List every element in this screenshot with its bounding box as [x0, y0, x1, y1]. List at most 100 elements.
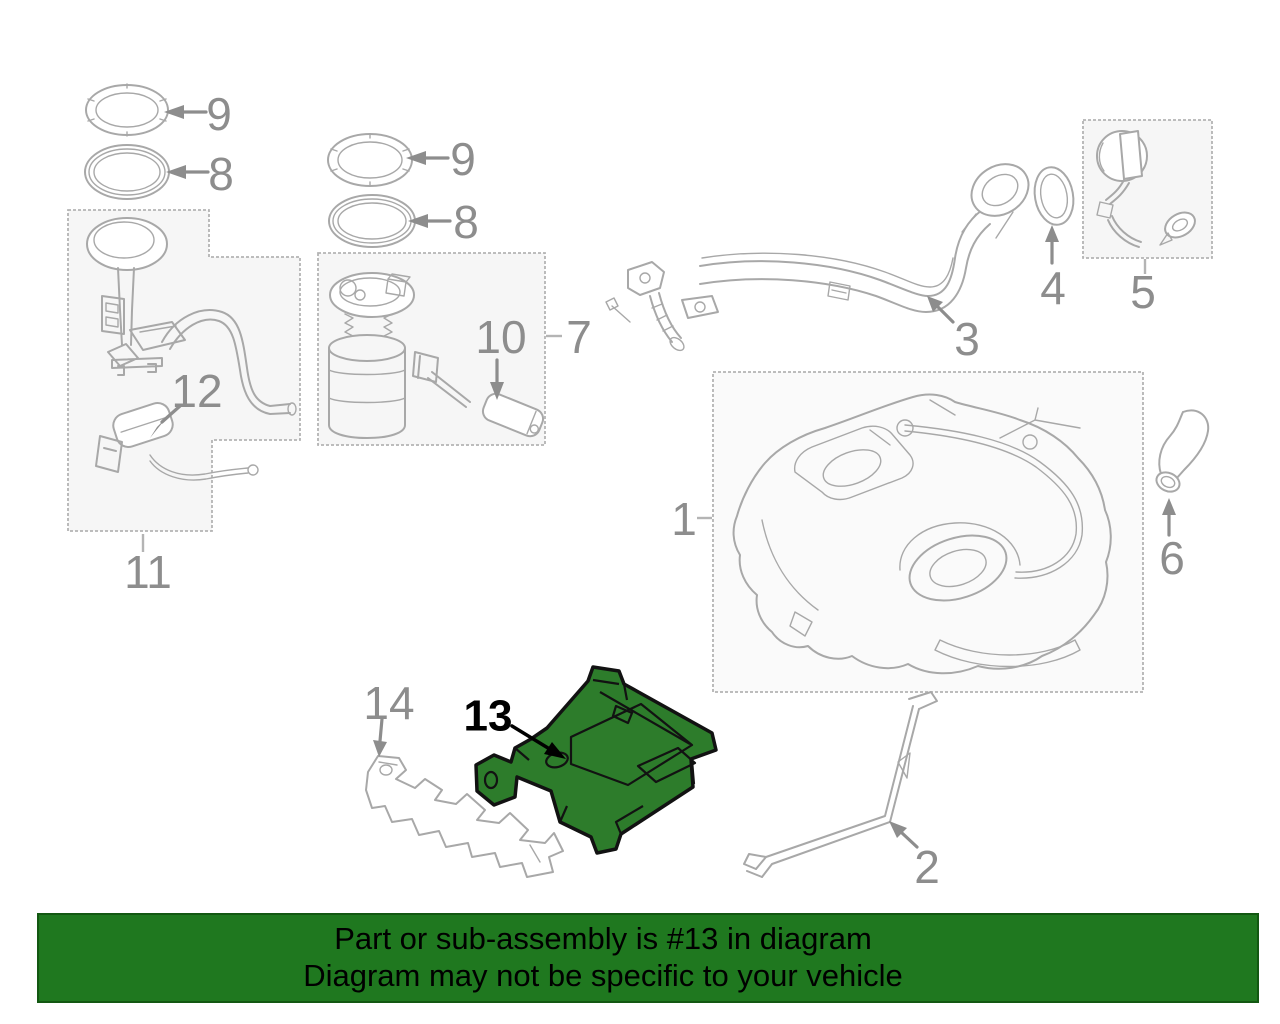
protector-folds — [514, 678, 697, 835]
seal-inner — [93, 152, 161, 192]
arrowhead — [150, 417, 167, 438]
part-filler-hose — [1155, 409, 1210, 493]
part-number: 6 — [1159, 532, 1185, 584]
leader-line — [900, 831, 919, 849]
tank-panel-opening — [822, 449, 882, 487]
pump-opening-outer — [908, 534, 1008, 602]
vent-line — [701, 252, 954, 288]
float-end-hole — [529, 424, 540, 434]
part-number: 4 — [1040, 262, 1066, 314]
ring-notches — [330, 133, 410, 187]
pump-body — [328, 347, 406, 439]
sensor-arm — [427, 371, 471, 408]
ring-inner — [95, 92, 159, 128]
seal-mid — [332, 198, 412, 244]
bracket-hole-tab — [694, 301, 706, 313]
part-number: 3 — [954, 313, 980, 365]
sender-assembly-box-11 — [67, 209, 301, 532]
hose-opening — [1155, 471, 1181, 493]
banner-line-1: Part or sub-assembly is #13 in diagram — [334, 921, 872, 957]
tank-harness — [904, 424, 1084, 579]
sender-flange-inner — [93, 221, 155, 259]
ring-notches — [87, 83, 167, 137]
part-o-ring-center — [328, 194, 416, 248]
seal-mid — [88, 148, 166, 196]
label-9-left: 9 — [164, 88, 232, 140]
funnel-collar — [961, 211, 1014, 239]
hose-body — [1158, 409, 1210, 480]
elbow-end — [669, 336, 685, 352]
part-number: 5 — [1130, 266, 1156, 318]
part-retainer-ring-center — [327, 133, 413, 187]
fuel-tank-box-1 — [712, 371, 1144, 693]
part-number: 2 — [914, 841, 940, 893]
part-retainer-ring-left — [85, 83, 169, 137]
part-filler-neck — [605, 163, 1030, 352]
part-fuel-tank — [732, 393, 1112, 675]
harness-fitting-b — [1022, 434, 1038, 450]
sender-body — [101, 267, 186, 376]
label-8-center: 8 — [408, 196, 479, 248]
label-14: 14 — [363, 677, 415, 757]
part-number: 8 — [208, 148, 234, 200]
tank-skid-channel — [934, 639, 1081, 668]
harness-fitting-a — [896, 419, 914, 437]
label-6: 6 — [1159, 498, 1185, 584]
cap-tether — [1105, 179, 1142, 248]
strap-top-hook — [908, 691, 938, 710]
arrowhead — [373, 740, 387, 757]
cap-clip-stem — [1159, 232, 1173, 246]
filter-tube — [149, 454, 249, 481]
part-number: 8 — [453, 196, 479, 248]
pump-body-top — [328, 334, 406, 362]
harness-branch — [999, 407, 1081, 439]
protector-hook-hole — [483, 770, 499, 790]
part-number: 10 — [475, 311, 526, 363]
leader-line — [378, 717, 384, 743]
arrowhead — [1045, 225, 1059, 242]
part-number: 13 — [464, 692, 513, 741]
sensor-connector — [412, 351, 439, 383]
flange-port-b — [354, 289, 366, 301]
bracket-hole-left — [639, 272, 651, 284]
cap-rim — [1098, 142, 1105, 172]
strap-body — [755, 705, 920, 878]
part-tank-protector-highlighted — [474, 665, 718, 855]
arrowhead — [408, 214, 428, 228]
label-9-center: 9 — [406, 133, 476, 185]
filler-tube — [699, 209, 991, 313]
part-tank-strap — [743, 691, 938, 878]
cap-handle — [1119, 130, 1143, 180]
arrowhead — [490, 382, 504, 400]
elbow-ribs — [651, 303, 674, 332]
part-number: 9 — [206, 88, 232, 140]
label-11: 11 — [124, 534, 172, 598]
arrowhead — [544, 742, 566, 759]
part-number: 11 — [124, 546, 172, 598]
seal-inner — [1039, 173, 1069, 219]
neck-bracket-left — [627, 261, 665, 296]
part-o-ring-left — [84, 144, 170, 200]
flange-fitting — [385, 273, 411, 297]
part-fuel-cap — [1096, 130, 1196, 248]
pump-body-bands — [328, 369, 406, 404]
part-number: 1 — [671, 493, 697, 545]
label-7: 7 — [546, 311, 592, 363]
shield-outline — [365, 755, 564, 878]
cap-clip-inner — [1171, 218, 1189, 232]
arrowhead — [927, 296, 943, 312]
label-13-highlighted: 13 — [464, 692, 566, 759]
arrowhead — [166, 165, 186, 179]
part-filler-seal — [1033, 166, 1075, 226]
pump-opening-ring — [899, 522, 1021, 571]
label-8-left: 8 — [166, 148, 234, 200]
part-number: 12 — [171, 365, 222, 417]
float-cylinder — [481, 392, 545, 438]
tank-top-panel — [793, 425, 914, 501]
arrowhead — [889, 821, 907, 838]
filler-opening-inner — [981, 173, 1019, 207]
part-number: 14 — [363, 677, 414, 729]
cap-clip-head — [1164, 211, 1196, 239]
